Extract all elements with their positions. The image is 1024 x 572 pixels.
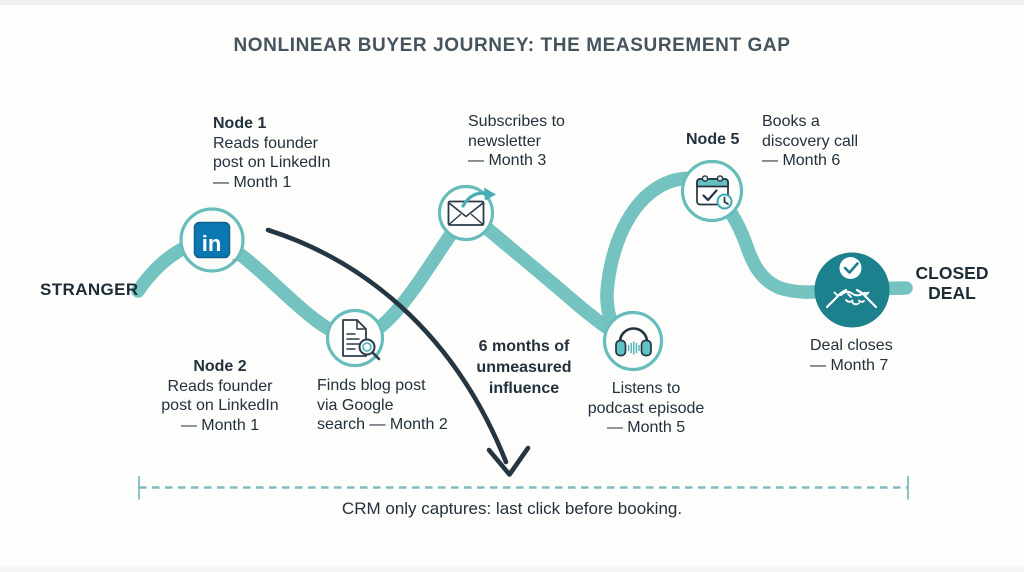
podcast-label: Listens to podcast episode — Month 5 — [587, 380, 705, 436]
envelope-send-icon — [447, 187, 496, 226]
blog-post-label: Finds blog post via Google search — Mont… — [317, 377, 448, 433]
node1-label: Node 1 Reads founder post on LinkedIn — … — [213, 115, 331, 191]
diagram-title: NONLINEAR BUYER JOURNEY: THE MEASUREMENT… — [233, 35, 791, 56]
top-edge-strip — [0, 0, 1024, 5]
bottom-edge-strip — [0, 566, 1024, 572]
node5-title: Node 5 — [686, 131, 740, 148]
closed-deal-circle — [814, 252, 890, 328]
newsletter-label: Subscribes to newsletter — Month 3 — [468, 113, 565, 169]
unmeasured-influence-label: 6 months of unmeasured influence — [476, 338, 572, 397]
crm-caption: CRM only captures: last click before boo… — [341, 499, 683, 518]
closed-deal-label: CLOSED DEAL — [915, 263, 989, 303]
node-circle-podcast — [602, 310, 664, 372]
node1-title: Node 1 — [213, 115, 267, 132]
check-badge-icon — [839, 257, 862, 279]
last-click-arrow-icon — [265, 227, 531, 477]
node2-title: Node 2 — [193, 358, 247, 375]
deal-closes-label: Deal closes — Month 7 — [810, 337, 893, 374]
svg-text:in: in — [202, 231, 222, 256]
discovery-call-label: Books a discovery call — Month 6 — [762, 113, 859, 169]
headphones-icon — [615, 327, 652, 357]
journey-path — [131, 171, 913, 348]
stranger-label: STRANGER — [40, 280, 139, 299]
document-search-icon — [342, 319, 381, 361]
measurement-gap-line — [138, 476, 909, 500]
node2-label: Node 2 Reads founder post on LinkedIn — … — [152, 357, 288, 435]
handshake-icon — [825, 288, 878, 309]
calendar-check-icon — [696, 175, 733, 210]
linkedin-icon: in — [193, 221, 236, 263]
